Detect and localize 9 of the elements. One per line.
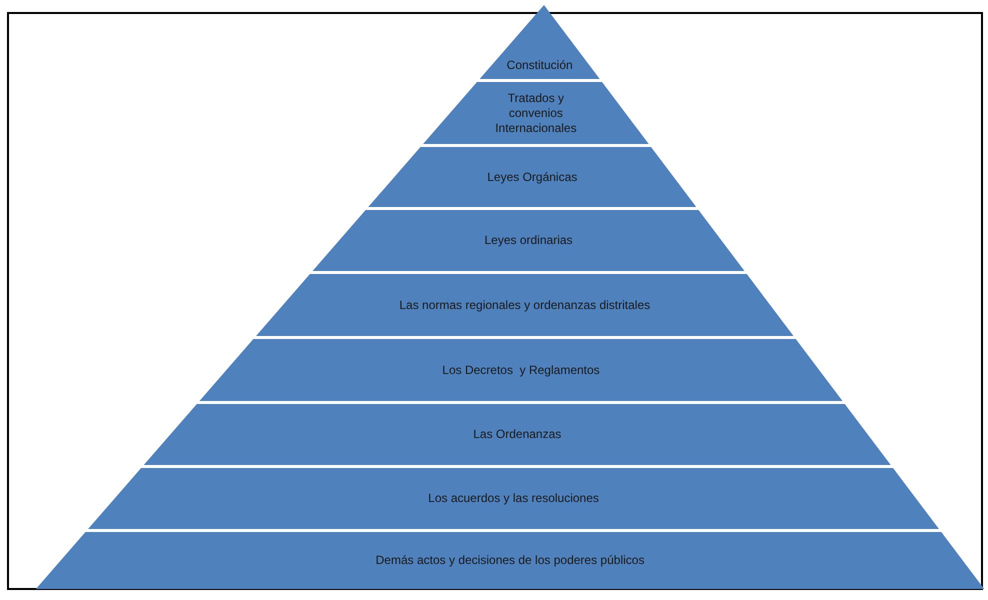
pyramid-tier: Los acuerdos y las resoluciones bbox=[88, 468, 939, 529]
pyramid-tier: Demás actos y decisiones de los poderes públicos bbox=[36, 532, 984, 589]
pyramid-tier: Leyes ordinarias bbox=[312, 210, 744, 271]
pyramid-tier: Leyes Orgánicas bbox=[368, 147, 696, 207]
pyramid-tier: Tratados y convenios Internacionales bbox=[423, 82, 649, 144]
pyramid-tier: Los Decretos y Reglamentos bbox=[199, 339, 842, 401]
pyramid-tier: Las Ordenanzas bbox=[144, 404, 891, 465]
pyramid-tier: Constitución bbox=[480, 5, 600, 79]
pyramid-tier: Las normas regionales y ordenanzas distritales bbox=[256, 274, 794, 336]
